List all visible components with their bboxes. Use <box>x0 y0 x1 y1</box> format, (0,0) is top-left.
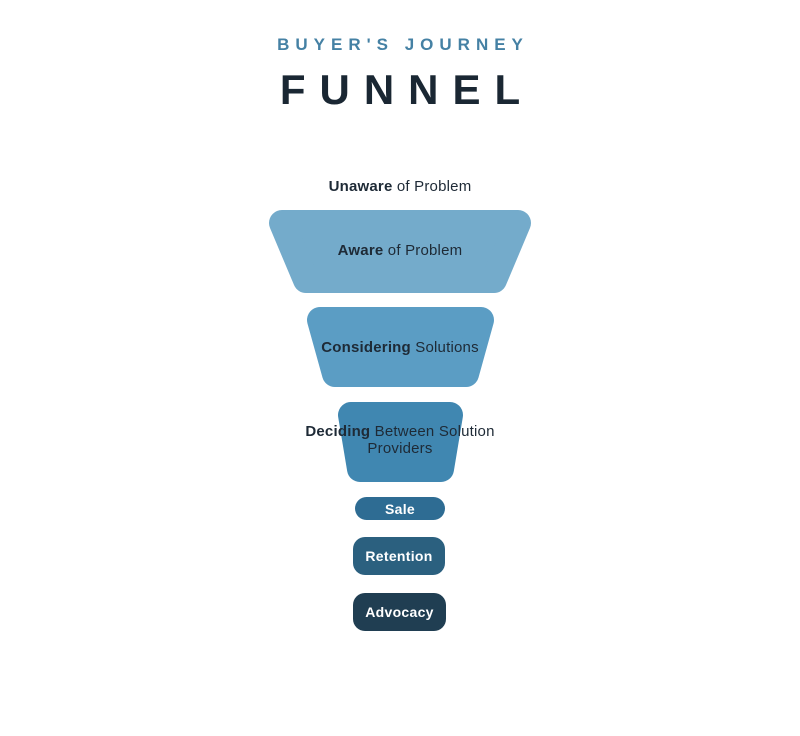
stage-label-aware-bold: Aware <box>337 242 384 259</box>
stage-label-considering-bold: Considering <box>321 339 411 356</box>
funnel-stage-shape-deciding <box>338 402 463 482</box>
stage-label-unaware-rest: of Problem <box>392 178 472 195</box>
stage-label-unaware-bold: Unaware <box>328 178 393 195</box>
stage-label-unaware: Unaware of Problem <box>0 178 800 195</box>
subtitle-buyers-journey: BUYER'S JOURNEY <box>277 35 529 54</box>
stage-label-deciding-rest: Between Solution Providers <box>367 423 495 457</box>
page-title-funnel: FUNNEL <box>279 66 535 113</box>
stage-label-deciding-bold: Deciding <box>305 423 371 440</box>
stage-label-aware-rest: of Problem <box>383 242 463 259</box>
pill-advocacy: Advocacy <box>353 593 446 631</box>
funnel-stage-shape-considering <box>307 307 494 387</box>
stage-label-considering-rest: Solutions <box>410 339 479 356</box>
stage-label-aware: Aware of Problem <box>0 242 800 259</box>
pill-retention: Retention <box>353 537 445 575</box>
stage-label-considering: Considering Solutions <box>0 339 800 356</box>
pill-sale: Sale <box>355 497 445 520</box>
funnel-stage-shape-aware <box>269 210 531 293</box>
stage-label-deciding: Deciding Between Solution Providers <box>300 423 500 457</box>
